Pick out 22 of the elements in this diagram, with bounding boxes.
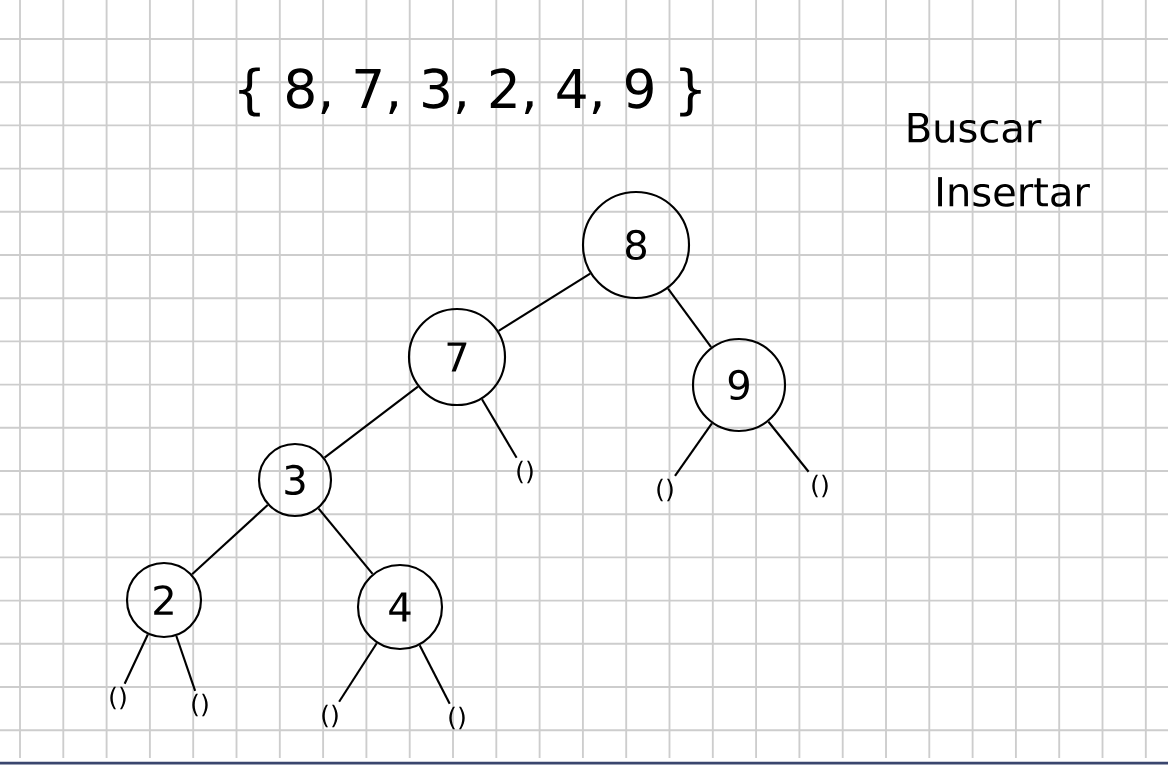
branch-line — [175, 635, 197, 692]
word-label: Insertar — [938, 177, 1090, 207]
empty-leaf-label: () — [322, 704, 338, 728]
branch-line — [498, 272, 591, 332]
branch-line — [418, 644, 451, 705]
branch-line — [481, 398, 518, 459]
set-title: { 8, 7, 3, 2, 4, 9 } — [239, 67, 701, 117]
branch-line — [667, 287, 712, 348]
empty-leaf-label: () — [110, 686, 126, 710]
empty-leaf-label: () — [657, 478, 673, 502]
branch-line — [317, 507, 374, 575]
branch-line — [323, 385, 419, 459]
branch-line — [674, 422, 713, 477]
branch-line — [191, 504, 269, 576]
empty-leaf-label: () — [812, 474, 828, 498]
empty-leaf-label: () — [449, 706, 465, 730]
empty-leaf-label: () — [192, 693, 208, 717]
empty-leaf-label: () — [517, 460, 533, 484]
branch-line — [123, 634, 149, 685]
branch-line — [338, 642, 378, 703]
word-label: Buscar — [908, 113, 1042, 143]
branch-line — [767, 421, 810, 473]
